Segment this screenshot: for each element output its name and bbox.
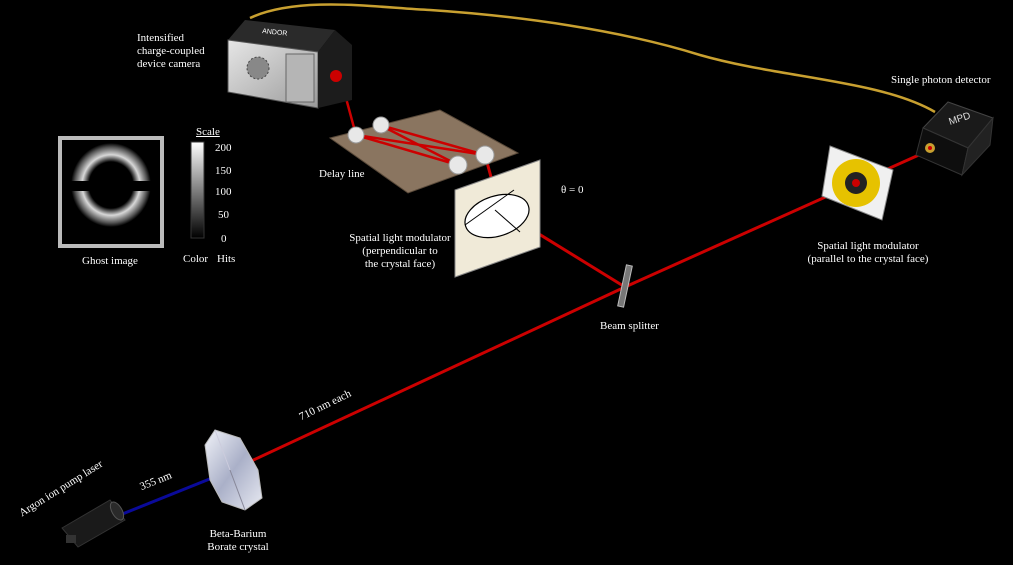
scale-tick-200: 200 (215, 142, 232, 154)
delay-mirror (448, 155, 468, 175)
ghost-image-label: Ghost image (82, 255, 138, 267)
bbo-crystal (204, 429, 263, 511)
crystal-label: Beta-Barium Borate crystal (207, 528, 269, 553)
scale-tick-150: 150 (215, 165, 232, 177)
single-photon-detector: MPD (915, 101, 994, 177)
scale-color-label: Color (183, 253, 209, 265)
slm-perpendicular (454, 159, 541, 278)
scale-title: Scale (196, 126, 220, 138)
detector-label: Single photon detector (891, 74, 991, 86)
camera-brand: ANDOR (262, 28, 288, 38)
iccd-camera: ANDOR (227, 20, 352, 109)
scale-tick-100: 100 (215, 186, 232, 198)
iccd-label: Intensified charge-coupled device camera (137, 32, 205, 70)
scale-tick-50: 50 (218, 209, 229, 221)
scale-tick-0: 0 (221, 233, 227, 245)
slm-parallel (821, 145, 894, 221)
argon-laser (61, 499, 126, 548)
slm-parallel-label: Spatial light modulator (parallel to the… (807, 240, 929, 265)
delay-mirror (475, 145, 495, 165)
main-beam (231, 285, 626, 472)
slm-perpendicular-label: Spatial light modulator (perpendicular t… (349, 232, 451, 270)
scale-hits-label: Hits (217, 253, 236, 265)
color-scale-bar (190, 141, 205, 239)
ghost-image (58, 136, 164, 248)
beam-splitter (617, 264, 633, 308)
theta-label: θ = 0 (561, 184, 584, 196)
delay-mirror (372, 116, 390, 134)
delay-line-label: Delay line (319, 168, 365, 180)
beam-splitter-label: Beam splitter (600, 320, 659, 332)
fiber-cable (249, 3, 936, 114)
delay-mirror (347, 126, 365, 144)
